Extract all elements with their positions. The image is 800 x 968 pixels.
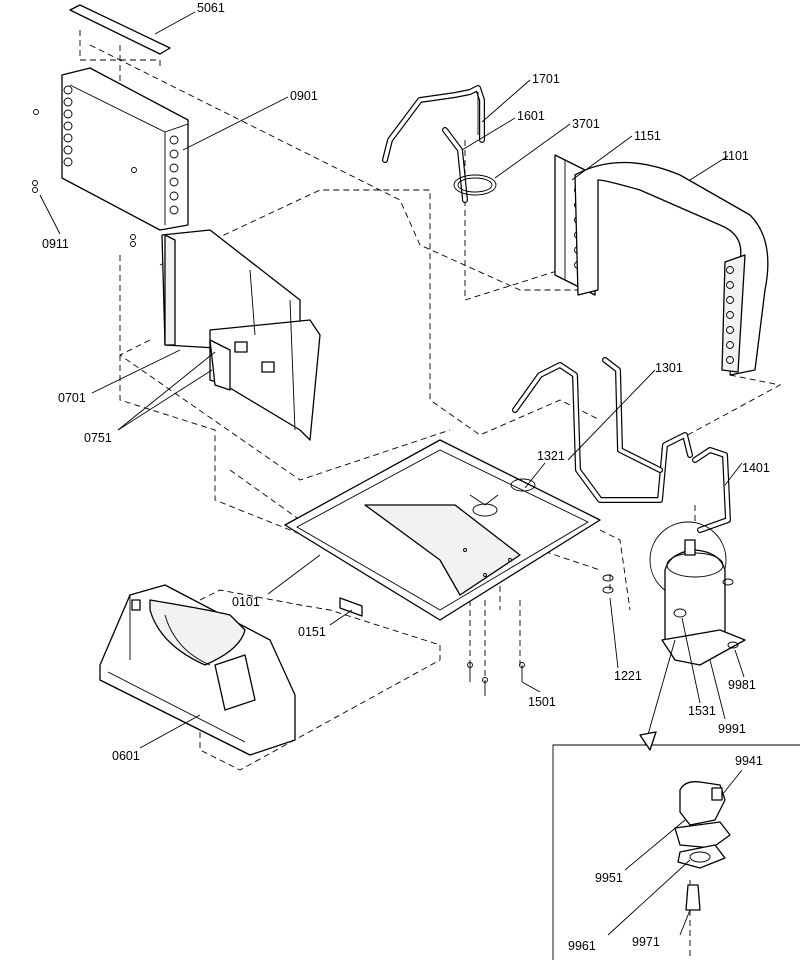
part-1501-screws (467, 662, 525, 696)
part-3701-ring (453, 174, 497, 196)
callout-5061: 5061 (197, 1, 225, 15)
callout-0751: 0751 (84, 431, 112, 445)
part-0901-condenser-coil (33, 67, 189, 231)
callout-0911: 0911 (42, 237, 69, 251)
part-5061-top-strip (69, 4, 171, 55)
part-9991-compressor (649, 521, 746, 666)
part-0601-fan-shroud (99, 584, 296, 756)
callout-1531: 1531 (688, 704, 716, 718)
callout-0151: 0151 (298, 625, 326, 639)
callout-1601: 1601 (517, 109, 545, 123)
callout-3701: 3701 (572, 117, 600, 131)
coil-tube-bends (63, 85, 179, 215)
part-9941-terminal-cover (679, 781, 726, 826)
part-0151-bracket (339, 597, 363, 617)
callout-0101: 0101 (232, 595, 260, 609)
part-0701-partition-panel (161, 229, 321, 441)
callout-9941: 9941 (735, 754, 763, 768)
part-9951-gasket (674, 821, 731, 849)
inset-detail-box (552, 639, 800, 960)
callout-1401: 1401 (742, 461, 770, 475)
part-1601-sensor-bulb (442, 127, 468, 203)
callout-9961: 9961 (568, 939, 596, 953)
part-9971-terminal-stud (685, 884, 701, 911)
callout-9981: 9981 (728, 678, 756, 692)
callout-1151: 1151 (634, 129, 661, 143)
callout-0601: 0601 (112, 749, 140, 763)
callout-1301: 1301 (655, 361, 683, 375)
part-1221-grommets (602, 574, 614, 594)
callout-0901: 0901 (290, 89, 318, 103)
callout-9971: 9971 (632, 935, 660, 949)
part-1101-wrap-coil (574, 161, 769, 376)
callout-1101: 1101 (722, 149, 749, 163)
callout-9951: 9951 (595, 871, 623, 885)
callout-0701: 0701 (58, 391, 86, 405)
callout-1701: 1701 (532, 72, 560, 86)
callout-9991: 9991 (718, 722, 746, 736)
part-0101-base-pan (284, 439, 601, 621)
callout-1501: 1501 (528, 695, 556, 709)
part-1401-suction-tube (692, 447, 731, 533)
callout-1221: 1221 (614, 669, 642, 683)
part-9961-seal-ring (677, 844, 726, 869)
callout-leader-lines (39, 11, 745, 936)
part-0911-screws (32, 180, 136, 247)
part-1701-capillary-tube (382, 85, 485, 163)
part-1301-discharge-tube (512, 357, 693, 503)
callout-1321: 1321 (537, 449, 565, 463)
callout-labels: 5061 0901 0911 1701 1601 3701 1151 1101 … (42, 1, 770, 953)
